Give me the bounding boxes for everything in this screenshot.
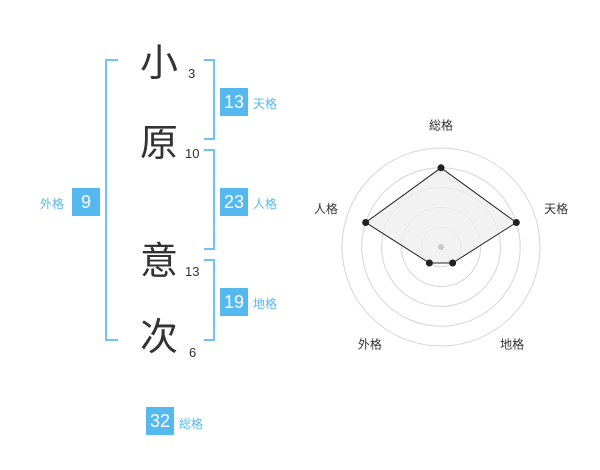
radar-point-5 (362, 219, 370, 227)
stroke-count-1: 3 (188, 66, 196, 81)
radar-point-1 (437, 164, 445, 172)
radar-axis-label-4: 外格 (358, 336, 382, 351)
jinkaku-label: 人格 (253, 197, 278, 211)
soukaku-score: 32 (146, 407, 174, 435)
soukaku-label: 総格 (179, 417, 204, 431)
stroke-count-3: 13 (185, 264, 200, 279)
radar-point-4 (425, 259, 433, 267)
tenkaku-score: 13 (220, 88, 248, 116)
jinkaku-score: 23 (220, 188, 248, 216)
radar-axis-label-5: 人格 (314, 201, 338, 216)
radar-point-2 (512, 219, 520, 227)
radar-polygon (364, 167, 518, 264)
radar-axis-label-1: 総格 (429, 118, 453, 133)
gaikaku-score: 9 (72, 188, 100, 216)
stroke-count-4: 6 (189, 345, 197, 360)
stroke-count-2: 10 (185, 146, 200, 161)
name-char-2: 原 (140, 121, 179, 165)
radar-point-3 (449, 259, 457, 267)
radar-axis-label-3: 地格 (500, 336, 524, 351)
chikaku-label: 地格 (253, 297, 278, 311)
radar-ring-5 (341, 147, 541, 347)
tenkaku-label: 天格 (253, 97, 278, 111)
name-char-1: 小 (140, 41, 179, 85)
gaikaku-label: 外格 (40, 197, 65, 211)
radar-axis-label-2: 天格 (544, 201, 568, 216)
radar-center-dot (438, 244, 444, 250)
chikaku-score: 19 (220, 288, 248, 316)
name-char-3: 意 (140, 239, 179, 283)
name-char-4: 次 (140, 315, 179, 359)
